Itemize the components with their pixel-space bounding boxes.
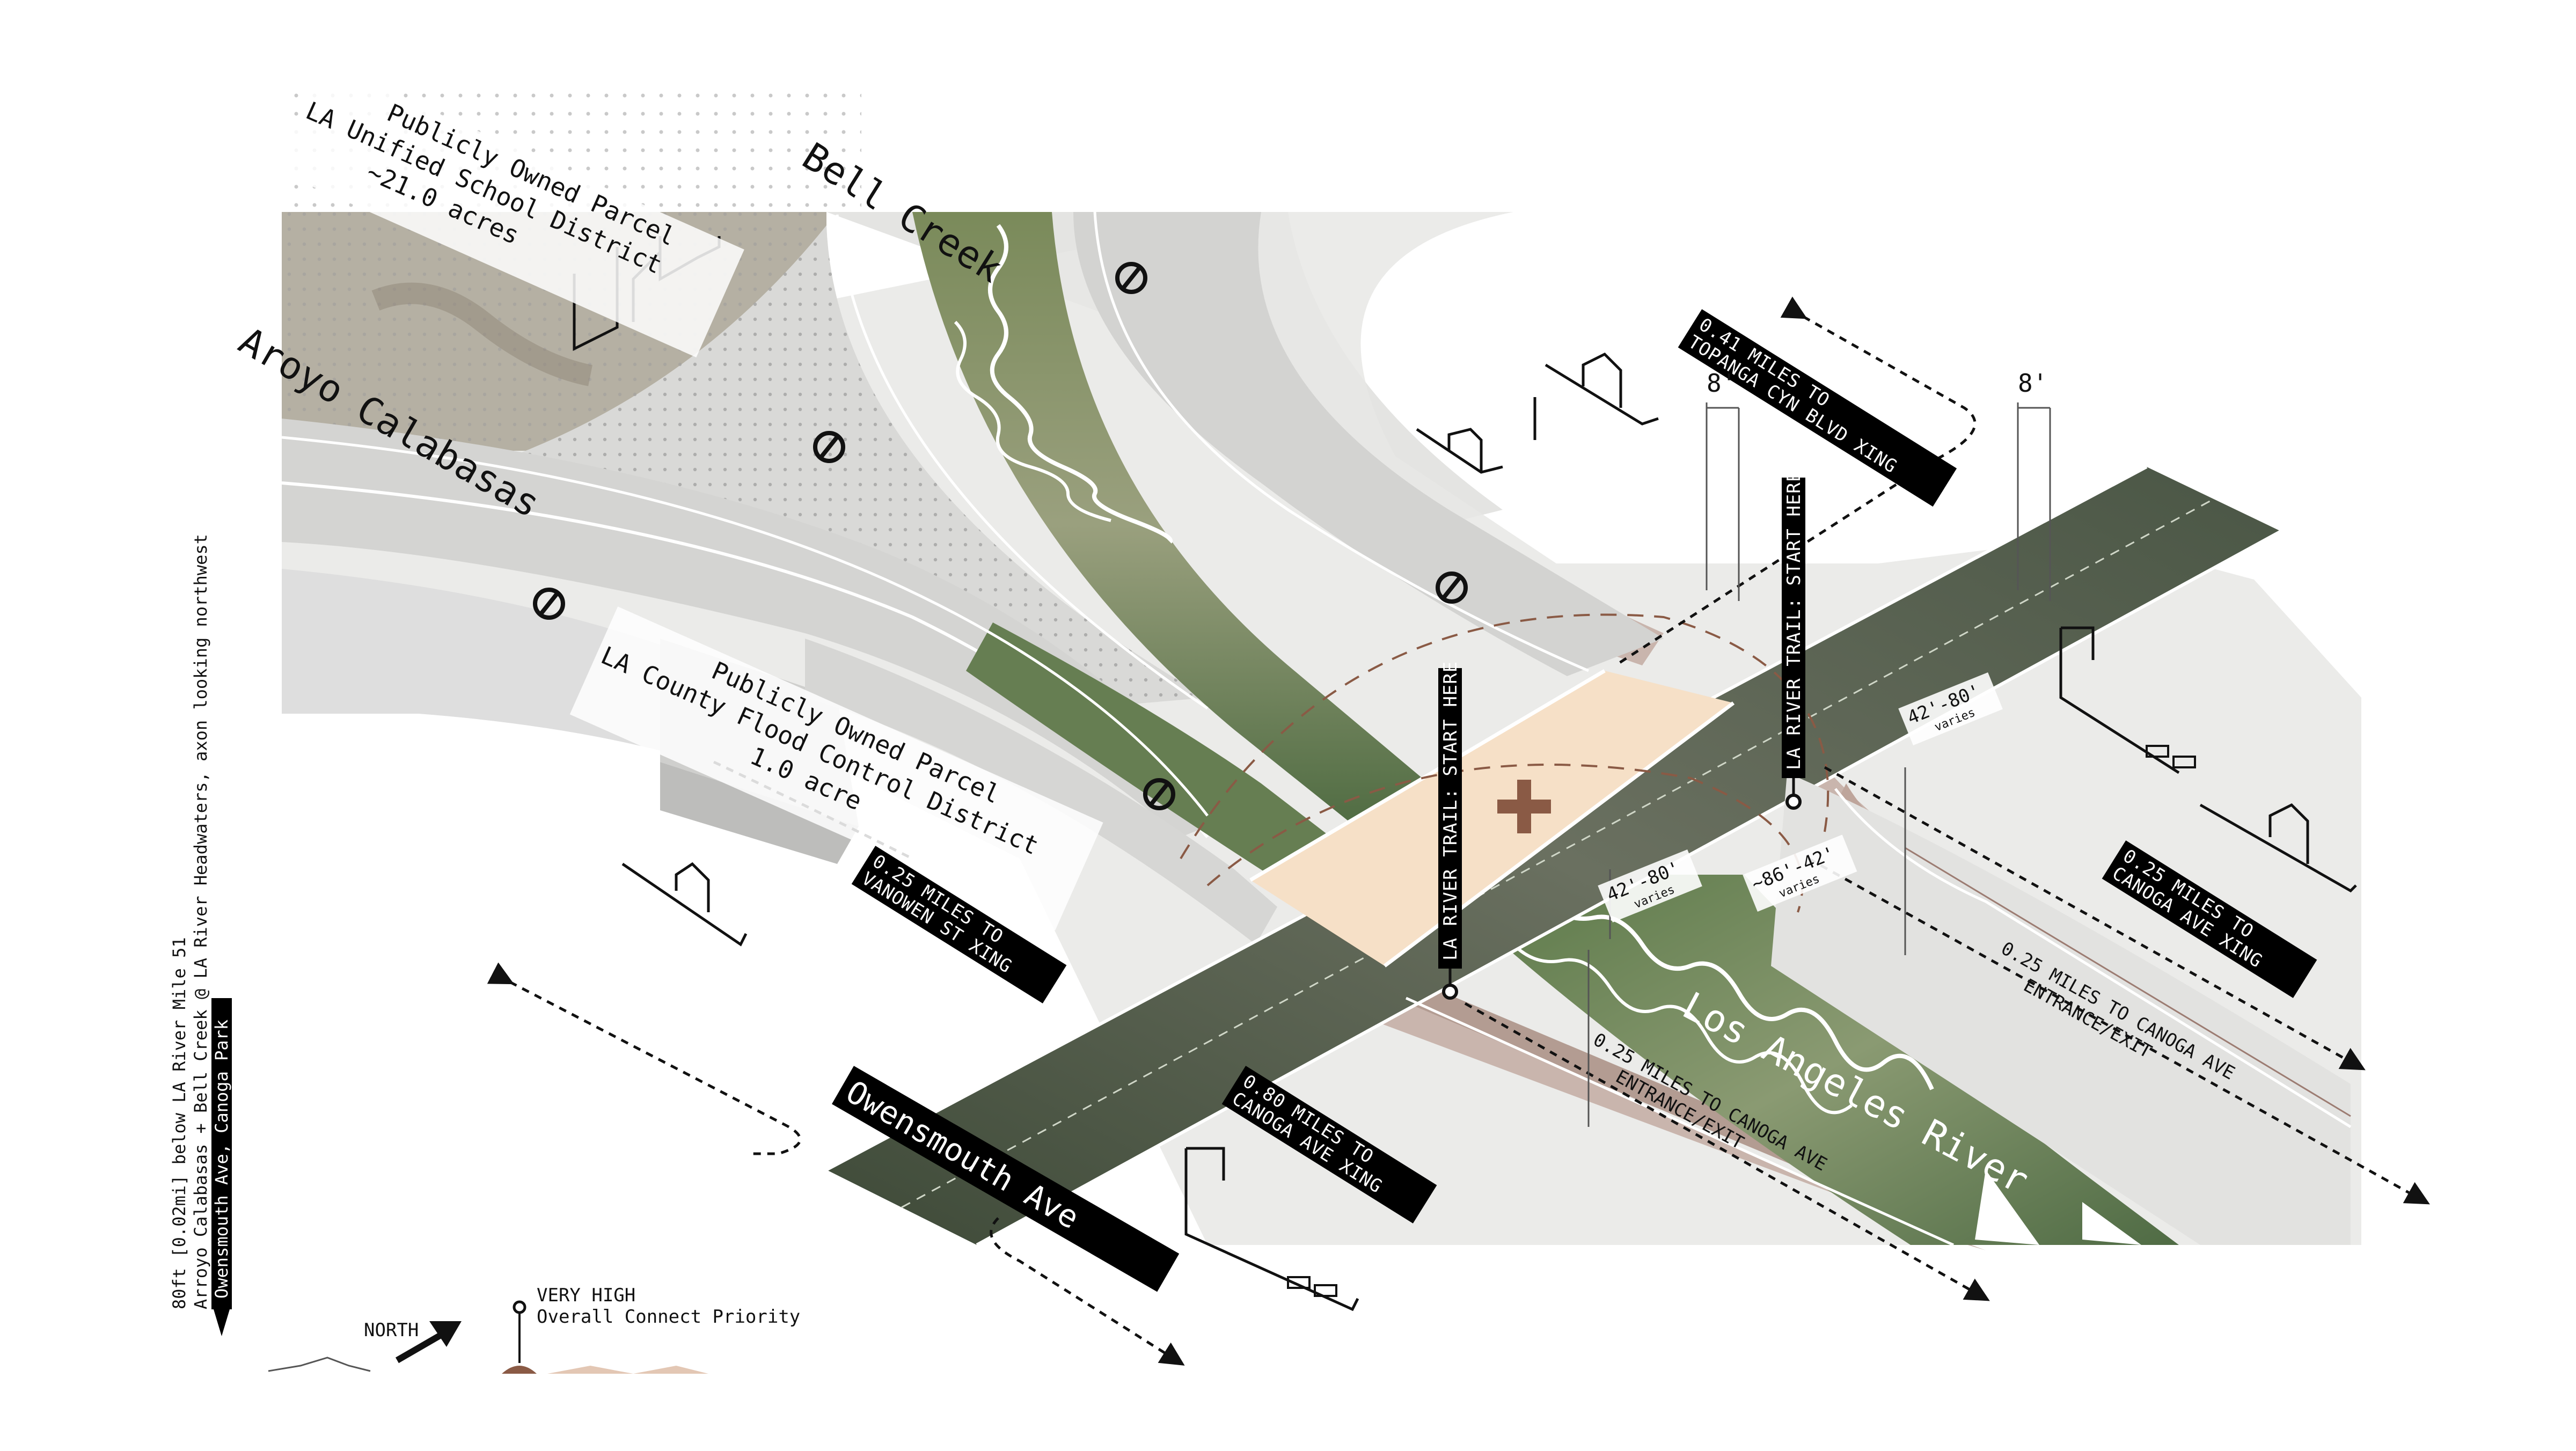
priority-level: VERY HIGH [537, 1285, 635, 1306]
caption-line2: Arroyo Calabasas + Bell Creek @ LA River… [191, 534, 211, 1309]
trail-pin-icon [1785, 794, 1802, 810]
no-entry-icon [1143, 778, 1175, 810]
trail-marker[interactable]: LA RIVER TRAIL: START HERE [1438, 661, 1462, 1000]
north-label: NORTH [364, 1320, 419, 1341]
section-icon [1545, 352, 1659, 426]
legend: NORTH VERY HIGH Overall Connect Priority [268, 1285, 800, 1374]
section-icon [2199, 803, 2357, 893]
trail-marker-label: LA RIVER TRAIL: START HERE [1783, 471, 1805, 770]
arroyo-embankment [282, 419, 1234, 837]
route-paths [487, 296, 2430, 1366]
no-entry-icon [813, 431, 845, 463]
trail-marker-label: LA RIVER TRAIL: START HERE [1440, 661, 1461, 961]
section-icon [621, 862, 748, 947]
trail-pin-icon [1442, 984, 1458, 1000]
car-icon [1287, 745, 2196, 1297]
no-entry-icon [1115, 262, 1147, 294]
curved-road [1073, 212, 1664, 676]
priority-label: Overall Connect Priority [537, 1306, 800, 1328]
bridge-layer [1180, 613, 1829, 968]
flow-arrow-icon [1975, 1170, 2039, 1245]
roads-layer [805, 211, 2351, 1247]
vertical-caption: 80ft [0.02mi] below LA River Mile 51 Arr… [169, 534, 232, 1336]
cross-marker-icon [1497, 780, 1551, 833]
no-entry-icons [533, 262, 1468, 810]
bridge-deck [1250, 671, 1733, 966]
north-arrow-icon [395, 1321, 462, 1364]
flow-arrow-icon [2082, 1202, 2141, 1245]
no-entry-icon [533, 588, 565, 620]
no-entry-icon [1436, 571, 1468, 604]
bell-creek-channel [912, 212, 1422, 837]
railings-layer [281, 214, 2352, 1247]
dim-width-right: 8' [2018, 369, 2047, 398]
section-icon [1184, 1147, 1359, 1311]
priority-pin-icon [513, 1300, 526, 1363]
section-icon [1416, 397, 1536, 474]
caption-line1: 80ft [0.02mi] below LA River Mile 51 [169, 937, 189, 1309]
trail-marker[interactable]: LA RIVER TRAIL: START HERE [1782, 471, 1805, 810]
section-icon [2059, 626, 2180, 774]
waterways-layer [912, 212, 2179, 1245]
dim-width-left: 8' [1707, 369, 1736, 398]
caption-line3: Owensmouth Ave, Canoga Park [211, 1020, 232, 1299]
